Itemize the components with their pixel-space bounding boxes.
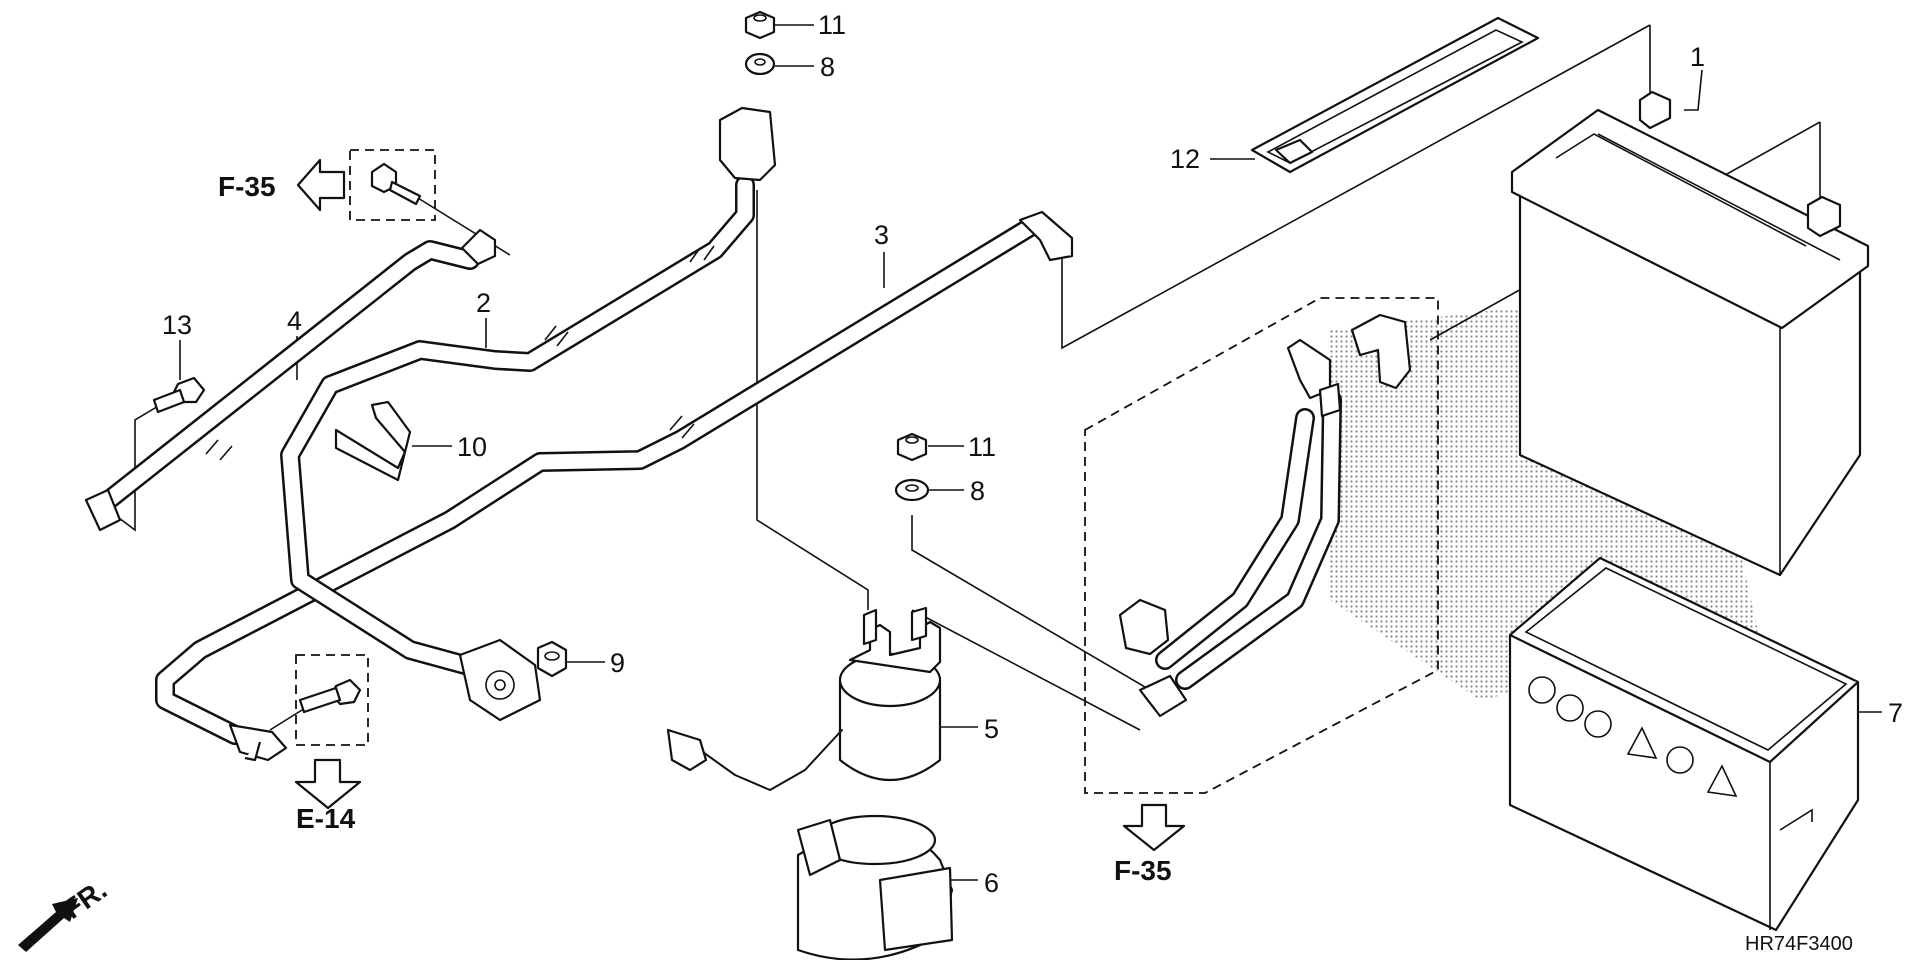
dashed-box-upper-bolt [349, 149, 436, 221]
nut-11-top [744, 10, 776, 40]
terminal-cable [1118, 313, 1412, 718]
lower-bolt [298, 678, 362, 714]
washer-8-mid [894, 478, 930, 502]
upper-bolt [370, 162, 422, 206]
ref-f35-bottom: F-35 [1114, 855, 1172, 886]
callout-8-mid: 8 [970, 476, 985, 506]
battery-strap [1250, 16, 1540, 174]
battery [1510, 90, 1870, 577]
callout-10: 10 [457, 432, 487, 462]
callout-6: 6 [984, 868, 999, 898]
cable-band-10 [334, 400, 412, 482]
callout-9: 9 [610, 648, 625, 678]
washer-8-top [744, 52, 776, 76]
callout-11-top: 11 [818, 10, 846, 40]
battery-tray [1508, 556, 1860, 932]
callout-3: 3 [874, 220, 889, 250]
ref-e14: E-14 [296, 803, 356, 834]
callout-4: 4 [287, 306, 302, 336]
solenoid-cover [796, 814, 954, 960]
callout-5: 5 [984, 714, 999, 744]
callout-13: 13 [162, 310, 192, 340]
callout-7: 7 [1888, 698, 1903, 728]
starter-cable-2 [280, 106, 777, 722]
callout-12: 12 [1170, 144, 1200, 174]
battery-cable-4 [84, 228, 497, 532]
callout-11-mid: 11 [968, 432, 996, 462]
arrow-e14 [294, 758, 362, 810]
callout-2: 2 [476, 288, 491, 318]
battery-cable-3 [155, 210, 1074, 762]
cable-bands [205, 245, 715, 461]
nut-11-mid [896, 432, 928, 462]
arrow-f35-bottom [1122, 803, 1186, 852]
callout-1: 1 [1690, 42, 1705, 72]
callout-8-top: 8 [820, 52, 835, 82]
arrow-f35-left [296, 158, 346, 212]
front-arrow [18, 898, 78, 952]
dashed-box-terminal-cable [1084, 297, 1439, 794]
diagram-code: HR74F3400 [1745, 933, 1853, 955]
nut-9 [536, 640, 568, 678]
bolt-13 [152, 376, 206, 414]
starter-solenoid [666, 606, 942, 791]
ref-f35-left: F-35 [218, 171, 276, 202]
dashed-box-lower-bolt [295, 654, 369, 746]
